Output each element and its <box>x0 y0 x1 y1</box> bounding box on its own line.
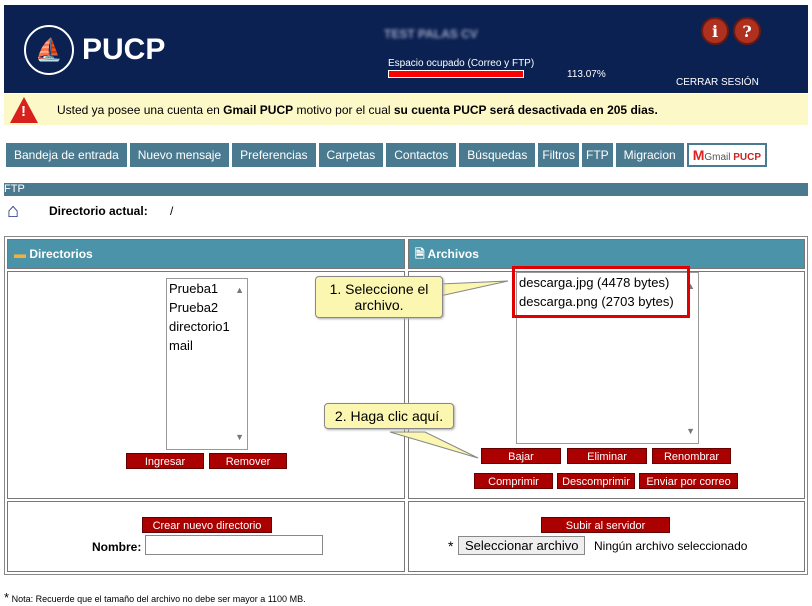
scroll-up-icon[interactable]: ▲ <box>686 281 695 291</box>
ftp-table <box>4 236 808 575</box>
tab-ftp[interactable]: FTP <box>581 143 613 167</box>
pucp-logo: ⛵PUCP <box>24 25 165 75</box>
file-list[interactable]: descarga.jpg (4478 bytes) descarga.png (… <box>516 272 699 444</box>
tab-filters[interactable]: Filtros <box>538 143 579 167</box>
name-label: Nombre: <box>92 540 142 554</box>
tab-new-message[interactable]: Nuevo mensaje <box>129 143 230 167</box>
tab-searches[interactable]: Búsquedas <box>459 143 536 167</box>
list-item[interactable]: descarga.png (2703 bytes) <box>519 294 674 309</box>
logout-link[interactable]: CERRAR SESIÓN <box>676 77 759 88</box>
list-item[interactable]: Prueba2 <box>169 300 219 315</box>
download-button[interactable]: Bajar <box>481 448 561 464</box>
list-item[interactable]: directorio1 <box>169 319 230 334</box>
directories-panel <box>7 271 405 499</box>
create-dir-panel <box>7 501 405 572</box>
size-note: * Nota: Recuerde que el tamaño del archi… <box>4 590 306 605</box>
upload-button[interactable]: Subir al servidor <box>541 517 670 533</box>
enter-button[interactable]: Ingresar <box>126 453 204 469</box>
directories-header: ▬ Directorios <box>7 239 405 269</box>
home-icon[interactable]: ⌂ <box>7 200 20 222</box>
main-nav: Bandeja de entrada Nuevo mensaje Prefere… <box>6 143 768 167</box>
gmail-pucp-link[interactable]: MGmail PUCP <box>686 143 768 167</box>
directory-name-input[interactable] <box>145 535 323 555</box>
space-usage-bar <box>388 70 524 78</box>
header: ⛵PUCP TEST PALAS CV Espacio ocupado (Cor… <box>4 5 808 93</box>
email-button[interactable]: Enviar por correo <box>639 473 738 489</box>
callout-select-file: 1. Seleccione el archivo. <box>315 276 443 318</box>
remove-button[interactable]: Remover <box>209 453 287 469</box>
user-name: TEST PALAS CV <box>384 27 478 41</box>
tab-contacts[interactable]: Contactos <box>386 143 457 167</box>
space-label: Espacio ocupado (Correo y FTP) <box>388 58 535 69</box>
tab-folders[interactable]: Carpetas <box>318 143 384 167</box>
choose-file-button[interactable]: Seleccionar archivo <box>458 536 586 555</box>
scroll-up-icon[interactable]: ▲ <box>235 285 244 295</box>
create-directory-button[interactable]: Crear nuevo directorio <box>142 517 272 533</box>
alert-text: Usted ya posee una cuenta en Gmail PUCP … <box>57 103 658 117</box>
info-icon[interactable]: i <box>701 17 729 45</box>
decompress-button[interactable]: Descomprimir <box>557 473 635 489</box>
list-item[interactable]: descarga.jpg (4478 bytes) <box>519 275 670 290</box>
folder-icon: ▬ <box>14 247 26 261</box>
scroll-down-icon[interactable]: ▼ <box>235 432 244 442</box>
required-asterisk: * <box>448 538 454 554</box>
current-dir-value: / <box>170 204 174 218</box>
alert-banner: ! Usted ya posee una cuenta en Gmail PUC… <box>4 94 808 125</box>
warning-icon: ! <box>10 97 38 123</box>
compress-button[interactable]: Comprimir <box>474 473 553 489</box>
section-title: FTP <box>4 183 808 196</box>
current-dir-label: Directorio actual: <box>49 204 148 218</box>
highlight-box <box>512 266 690 318</box>
tab-preferences[interactable]: Preferencias <box>232 143 316 167</box>
tab-inbox[interactable]: Bandeja de entrada <box>6 143 127 167</box>
list-item[interactable]: Prueba1 <box>169 281 219 296</box>
callout-click-here: 2. Haga clic aquí. <box>324 403 454 429</box>
upload-panel <box>408 501 805 572</box>
tab-migration[interactable]: Migracion <box>615 143 684 167</box>
rename-button[interactable]: Renombrar <box>652 448 731 464</box>
space-percent: 113.07% <box>567 69 606 80</box>
files-panel <box>408 271 805 499</box>
ship-icon: ⛵ <box>24 25 74 75</box>
help-icon[interactable]: ? <box>733 17 761 45</box>
list-item[interactable]: mail <box>169 338 193 353</box>
no-file-text: Ningún archivo seleccionado <box>594 539 748 553</box>
document-icon: 🗎 <box>415 247 425 261</box>
delete-button[interactable]: Eliminar <box>567 448 647 464</box>
directory-list[interactable]: Prueba1 Prueba2 directorio1 mail ▲ ▼ <box>166 278 248 450</box>
scroll-down-icon[interactable]: ▼ <box>686 426 695 436</box>
